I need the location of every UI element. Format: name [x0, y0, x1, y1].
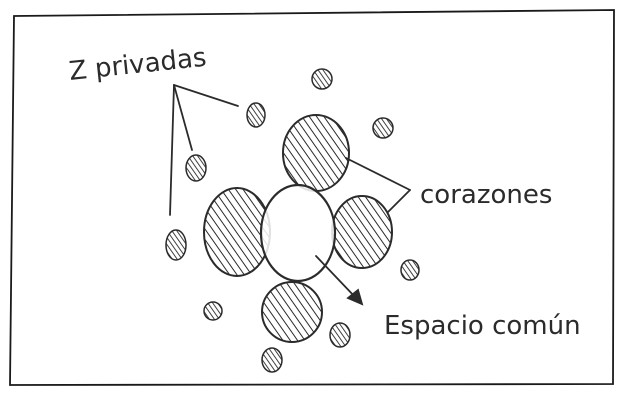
private-zone-marker [330, 323, 350, 347]
common-space-ring [261, 185, 335, 281]
heart-zone-bottom [262, 282, 322, 342]
private-zone-marker [312, 69, 332, 89]
private-zone-marker [373, 118, 393, 138]
private-zone-marker [262, 348, 282, 372]
hearts-label: corazones [420, 180, 552, 210]
private-zone-marker [186, 155, 206, 181]
heart-zone-top [283, 115, 349, 191]
private-zone-marker [401, 260, 419, 280]
private-zone-marker [204, 302, 222, 320]
heart-zone-right [332, 196, 392, 268]
common-space-label: Espacio común [384, 311, 581, 341]
private-zone-marker [247, 103, 265, 127]
private-zone-marker [166, 230, 186, 260]
private-zones-label: Z privadas [68, 43, 208, 87]
